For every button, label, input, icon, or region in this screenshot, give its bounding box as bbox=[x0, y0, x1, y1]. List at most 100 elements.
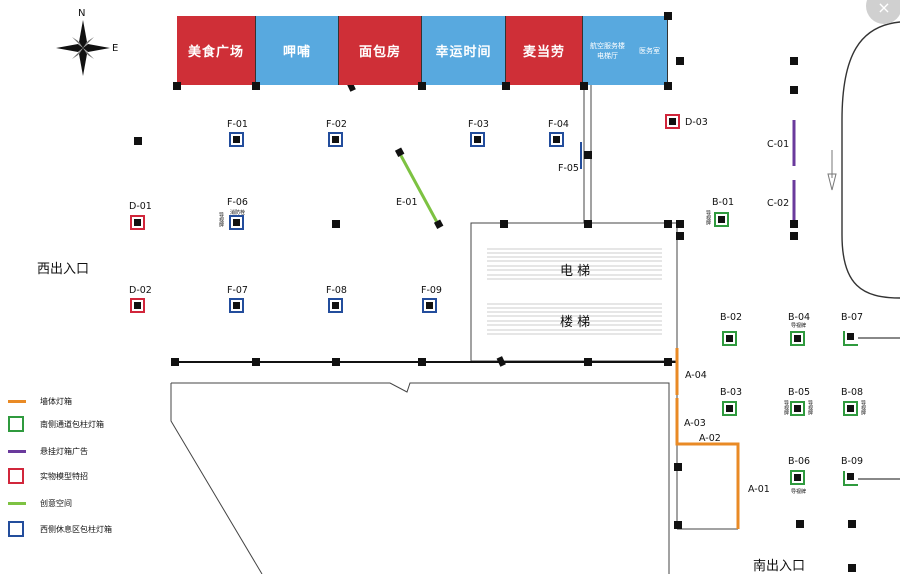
pillar bbox=[134, 137, 142, 145]
lightbox-B-07[interactable] bbox=[843, 331, 858, 346]
pillar bbox=[332, 220, 340, 228]
legend-box-swatch bbox=[8, 468, 24, 484]
label-B-01: B-01 bbox=[712, 197, 735, 208]
store-xiabu[interactable]: 呷哺 bbox=[256, 16, 339, 85]
sign-guide: 导视牌 bbox=[783, 400, 789, 415]
label-F-04: F-04 bbox=[548, 119, 569, 130]
label-F-06: F-06 bbox=[227, 197, 248, 208]
store-mcdonalds[interactable]: 麦当劳 bbox=[506, 16, 583, 85]
legend-item: 悬挂灯箱广告 bbox=[8, 446, 88, 457]
label-A-01: A-01 bbox=[748, 484, 770, 495]
compass-east: E bbox=[112, 43, 119, 54]
west-entrance-label: 西出入口 bbox=[37, 262, 90, 277]
lightbox-F-06[interactable] bbox=[229, 215, 244, 230]
lightbox-B-06[interactable] bbox=[790, 470, 805, 485]
label-F-09: F-09 bbox=[421, 285, 442, 296]
label-D-02: D-02 bbox=[129, 285, 152, 296]
store-label: 面包房 bbox=[358, 45, 401, 60]
pillar bbox=[171, 358, 179, 366]
label-A-02: A-02 bbox=[699, 433, 721, 444]
legend-item: 西侧休息区包柱灯箱 bbox=[8, 521, 112, 537]
legend-item: 实物模型特招 bbox=[8, 468, 88, 484]
pillar bbox=[848, 564, 856, 572]
lightbox-B-09[interactable] bbox=[843, 471, 858, 486]
sign-guide: 导视牌 bbox=[705, 210, 711, 225]
label-B-02: B-02 bbox=[720, 312, 743, 323]
legend-line-swatch bbox=[8, 450, 26, 453]
store-lucky-time[interactable]: 幸运时间 bbox=[422, 16, 506, 85]
lightbox-F-09[interactable] bbox=[422, 298, 437, 313]
legend-box-swatch bbox=[8, 416, 24, 432]
label-B-09: B-09 bbox=[841, 456, 864, 467]
store-bakery[interactable]: 面包房 bbox=[339, 16, 422, 85]
legend-box-swatch bbox=[8, 521, 24, 537]
lightbox-B-03[interactable] bbox=[722, 401, 737, 416]
pillar bbox=[664, 220, 672, 228]
model-D-02[interactable] bbox=[130, 298, 145, 313]
pillar bbox=[584, 220, 592, 228]
legend-label: 西侧休息区包柱灯箱 bbox=[40, 524, 112, 534]
pillar bbox=[502, 82, 510, 90]
label-D-03: D-03 bbox=[685, 117, 708, 128]
model-D-01[interactable] bbox=[130, 215, 145, 230]
pillar bbox=[500, 220, 508, 228]
lightbox-B-04[interactable] bbox=[790, 331, 805, 346]
store-aviation-service[interactable]: 航空服务楼 电梯厅 医务室 bbox=[583, 16, 668, 85]
pillar bbox=[676, 57, 684, 65]
pillar bbox=[584, 151, 592, 159]
label-A-03: A-03 bbox=[684, 418, 706, 429]
legend-item: 南侧通道包柱灯箱 bbox=[8, 416, 104, 432]
lightbox-B-02[interactable] bbox=[722, 331, 737, 346]
store-food-court[interactable]: 美食广场 bbox=[177, 16, 256, 85]
sign-guide-b04: 导视牌 bbox=[791, 323, 807, 329]
label-C-02: C-02 bbox=[767, 198, 790, 209]
pillar bbox=[674, 521, 682, 529]
label-B-06: B-06 bbox=[788, 456, 811, 467]
store-label: 麦当劳 bbox=[522, 45, 565, 60]
model-D-03[interactable] bbox=[665, 114, 680, 129]
lightbox-F-02[interactable] bbox=[328, 132, 343, 147]
sign-guide: 导视牌 bbox=[807, 400, 813, 415]
label-E-01: E-01 bbox=[396, 197, 418, 208]
lightbox-B-08[interactable] bbox=[843, 401, 858, 416]
lightbox-F-08[interactable] bbox=[328, 298, 343, 313]
lightbox-F-03[interactable] bbox=[470, 132, 485, 147]
store-label-line1: 航空服务楼 bbox=[590, 41, 625, 50]
legend-line-swatch bbox=[8, 502, 26, 505]
label-F-05: F-05 bbox=[558, 163, 579, 174]
compass-rose-icon bbox=[56, 20, 110, 76]
stairs-label: 楼 梯 bbox=[560, 315, 591, 330]
lightbox-F-07[interactable] bbox=[229, 298, 244, 313]
label-F-01: F-01 bbox=[227, 119, 248, 130]
lightbox-B-01[interactable] bbox=[714, 212, 729, 227]
label-F-02: F-02 bbox=[326, 119, 347, 130]
label-C-01: C-01 bbox=[767, 139, 790, 150]
pillar bbox=[676, 232, 684, 240]
legend-line-swatch bbox=[8, 400, 26, 403]
lightbox-F-01[interactable] bbox=[229, 132, 244, 147]
store-label: 呷哺 bbox=[282, 45, 311, 60]
pillar bbox=[418, 358, 426, 366]
pillar bbox=[790, 57, 798, 65]
label-B-04: B-04 bbox=[788, 312, 811, 323]
legend-label: 实物模型特招 bbox=[40, 471, 88, 481]
sign-guide: 导视牌 bbox=[860, 400, 866, 415]
lightbox-B-05[interactable] bbox=[790, 401, 805, 416]
legend-label: 南侧通道包柱灯箱 bbox=[40, 419, 104, 429]
pillar bbox=[796, 520, 804, 528]
pillar bbox=[676, 220, 684, 228]
legend-label: 创意空间 bbox=[40, 499, 72, 508]
store-label: 美食广场 bbox=[187, 45, 244, 60]
label-F-08: F-08 bbox=[326, 285, 347, 296]
label-F-07: F-07 bbox=[227, 285, 248, 296]
lightbox-F-04[interactable] bbox=[549, 132, 564, 147]
close-icon: × bbox=[877, 0, 891, 17]
label-B-08: B-08 bbox=[841, 387, 864, 398]
label-B-07: B-07 bbox=[841, 312, 864, 323]
legend-label: 悬挂灯箱广告 bbox=[40, 447, 88, 456]
pillar bbox=[332, 358, 340, 366]
pillar bbox=[252, 82, 260, 90]
label-D-01: D-01 bbox=[129, 201, 152, 212]
compass: N E bbox=[50, 8, 120, 80]
